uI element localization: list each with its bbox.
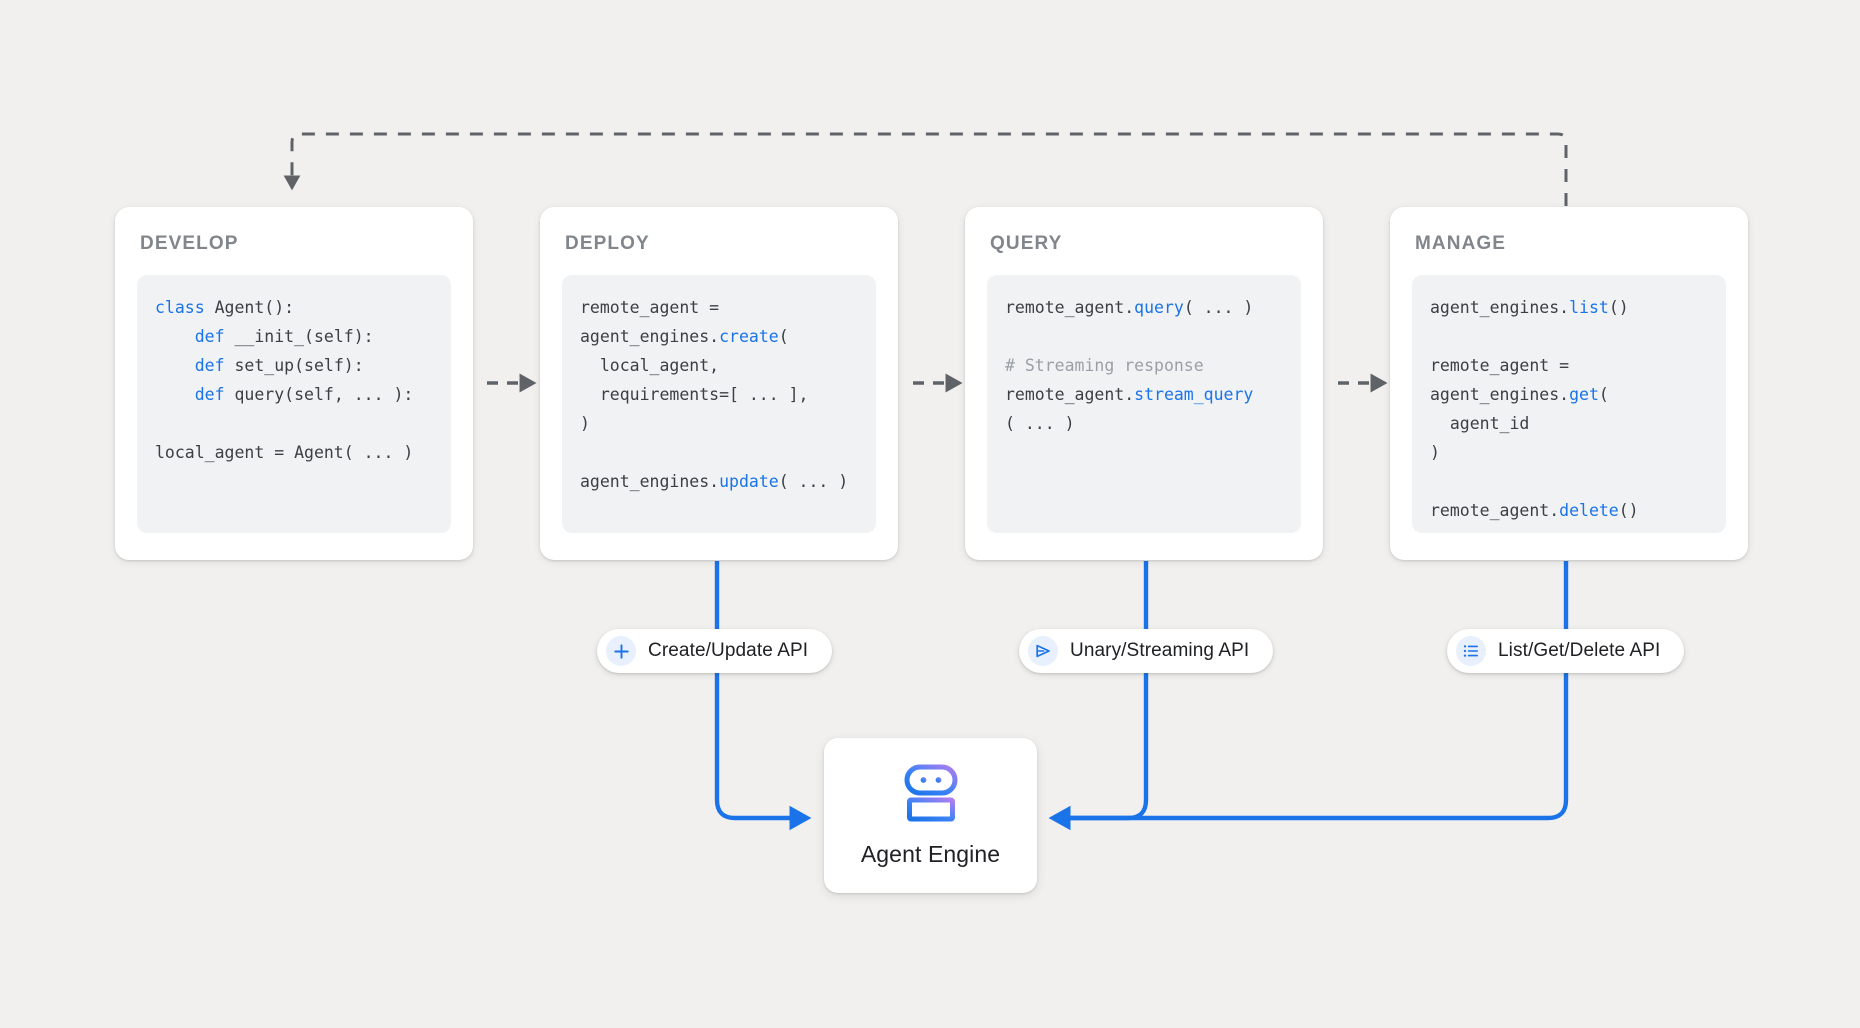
agent-engine-label: Agent Engine [860, 840, 1001, 867]
api-pill-label: List/Get/Delete API [1498, 640, 1661, 661]
stage-code-manage: agent_engines.list() remote_agent = agen… [1412, 275, 1726, 533]
api-pill-unary-streaming[interactable]: Unary/Streaming API [1019, 629, 1274, 673]
robot-icon [900, 764, 962, 827]
stage-title-query: QUERY [990, 233, 1063, 254]
feedback-loop-edge [283, 132, 1568, 206]
stage-title-manage: MANAGE [1415, 233, 1507, 254]
api-pill-list-get-delete[interactable]: List/Get/Delete API [1447, 629, 1685, 673]
list-icon [1456, 636, 1486, 666]
manage-to-engine-edge [1060, 561, 1569, 821]
agent-engine-node[interactable]: Agent Engine [824, 738, 1037, 893]
send-triangle-icon [1028, 636, 1058, 666]
stage-card-deploy[interactable]: DEPLOY remote_agent = agent_engines.crea… [540, 207, 898, 560]
deploy-to-engine-edge [714, 561, 812, 831]
api-pill-create-update[interactable]: Create/Update API [597, 629, 833, 673]
api-pill-label: Create/Update API [648, 640, 809, 661]
plus-icon [606, 636, 636, 666]
stage-code-deploy: remote_agent = agent_engines.create( loc… [562, 275, 876, 533]
query-to-engine-edge [1048, 561, 1149, 831]
stage-card-develop[interactable]: DEVELOP class Agent(): def __init_(self)… [115, 207, 473, 560]
stage-title-develop: DEVELOP [140, 233, 239, 254]
api-pill-label: Unary/Streaming API [1070, 640, 1250, 661]
stage-code-develop: class Agent(): def __init_(self): def se… [137, 275, 451, 533]
stage-card-manage[interactable]: MANAGE agent_engines.list() remote_agent… [1390, 207, 1748, 560]
stage-code-query: remote_agent.query( ... ) # Streaming re… [987, 275, 1301, 533]
stage-title-deploy: DEPLOY [565, 233, 650, 254]
stage-card-query[interactable]: QUERY remote_agent.query( ... ) # Stream… [965, 207, 1323, 560]
